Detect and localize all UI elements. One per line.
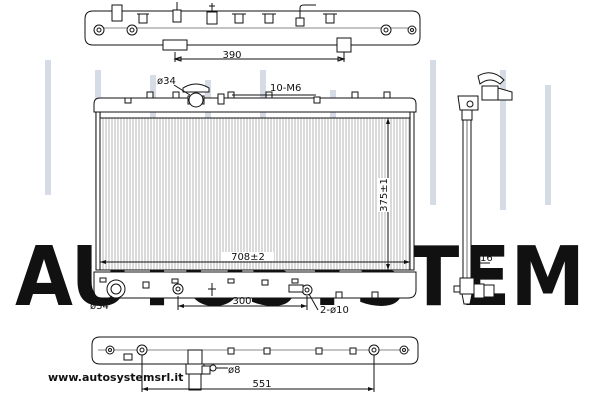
filler-diameter-label: ø34 [157, 76, 176, 87]
drain-holes-label: 2-ø10 [320, 305, 349, 316]
bottom-tank-spacing-label: 551 [252, 379, 271, 390]
core-fins [102, 118, 410, 270]
core-width-label: 708±2 [231, 252, 265, 263]
thread-label: 10-M6 [270, 83, 301, 94]
front-view: ø34 10-M6 708±2 375±1 [90, 76, 417, 316]
radiator-core [99, 117, 411, 271]
core-height-label: 375±1 [379, 178, 390, 212]
bottom-tank-view: ø8 551 [91, 336, 419, 392]
outlet-spacing-label: 300 [232, 296, 251, 307]
top-tank-spacing-label: 390 [222, 50, 241, 61]
side-depth-label: 16 [480, 253, 493, 264]
side-view: 16 [453, 72, 513, 305]
bottom-pin-label: ø8 [228, 365, 240, 376]
outlet-diameter-label: ø34 [90, 301, 109, 312]
top-tank-view: 390 [84, 2, 421, 62]
website-url: www.autosystemsrl.it [48, 371, 184, 384]
